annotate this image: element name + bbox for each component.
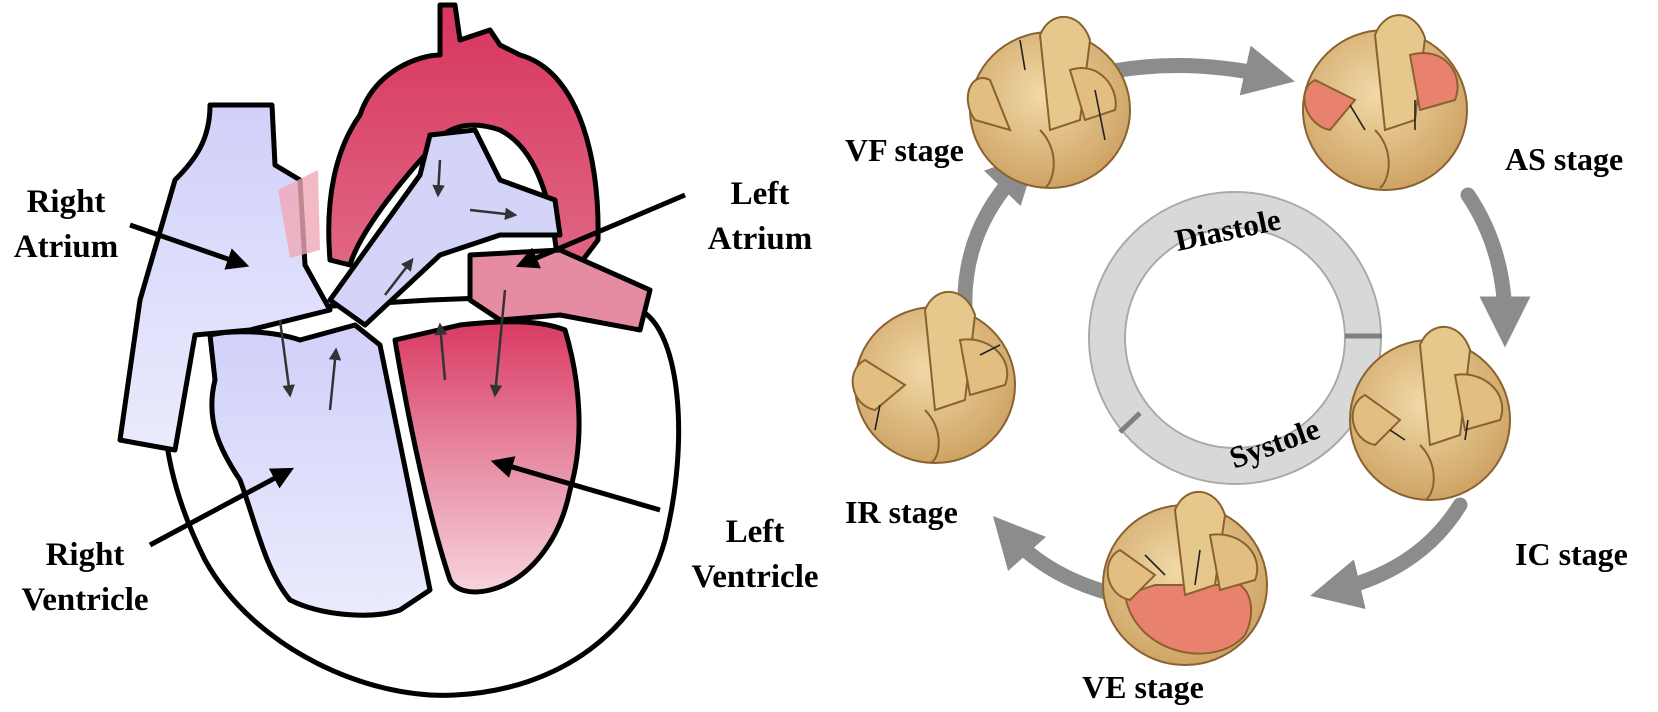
stage-heart-as — [1302, 14, 1468, 191]
right-atrium-pointer — [129, 222, 250, 270]
label-left-atrium-line2: Atrium — [707, 221, 813, 257]
label-left-atrium: Left Atrium — [695, 172, 825, 262]
phase-ring: Diastole Systole — [1088, 191, 1382, 485]
left-atrium-pointer — [515, 192, 686, 269]
cardiac-cycle-diagram: Diastole Systole — [851, 14, 1531, 666]
stage-heart-ve — [1102, 490, 1268, 666]
stage-label-ic: IC stage — [1515, 536, 1628, 572]
stage-label-ir: IR stage — [845, 494, 958, 530]
label-right-ventricle-line2: Ventricle — [21, 582, 149, 618]
label-right-atrium-line1: Right — [26, 184, 106, 220]
blood-flow-arrows — [278, 159, 518, 411]
label-left-ventricle-line1: Left — [725, 514, 785, 550]
stage-heart-ic — [1349, 325, 1511, 501]
aorta — [326, 2, 601, 293]
right-ventricle-cavity — [207, 322, 433, 618]
coronary-patch — [278, 170, 320, 258]
arrow-as-to-ic — [1460, 187, 1531, 348]
label-right-ventricle-line1: Right — [45, 537, 125, 573]
stage-heart-vf — [966, 15, 1131, 189]
left-ventricle-pointer — [490, 456, 661, 513]
label-pointers — [129, 192, 686, 548]
stage-label-vf: VF stage — [845, 132, 964, 168]
heart-anatomy-diagram — [117, 2, 686, 698]
label-right-atrium: Right Atrium — [0, 180, 132, 270]
left-ventricle-cavity — [392, 319, 582, 595]
ring-divider-left — [1118, 411, 1142, 434]
arrow-ir-to-vf — [957, 151, 1038, 318]
pulmonary-artery — [327, 127, 563, 328]
left-atrium-chamber — [467, 247, 653, 333]
label-left-atrium-line1: Left — [730, 176, 790, 212]
arrow-ic-to-ve — [1310, 497, 1468, 609]
label-right-ventricle: Right Ventricle — [0, 533, 170, 623]
label-left-ventricle: Left Ventricle — [670, 510, 840, 600]
stage-label-ve: VE stage — [1082, 669, 1204, 705]
stage-label-as: AS stage — [1505, 141, 1624, 177]
right-ventricle-pointer — [148, 467, 294, 548]
label-left-ventricle-line2: Ventricle — [691, 559, 819, 595]
label-right-atrium-line2: Atrium — [13, 229, 119, 265]
stage-heart-ir — [851, 290, 1016, 464]
